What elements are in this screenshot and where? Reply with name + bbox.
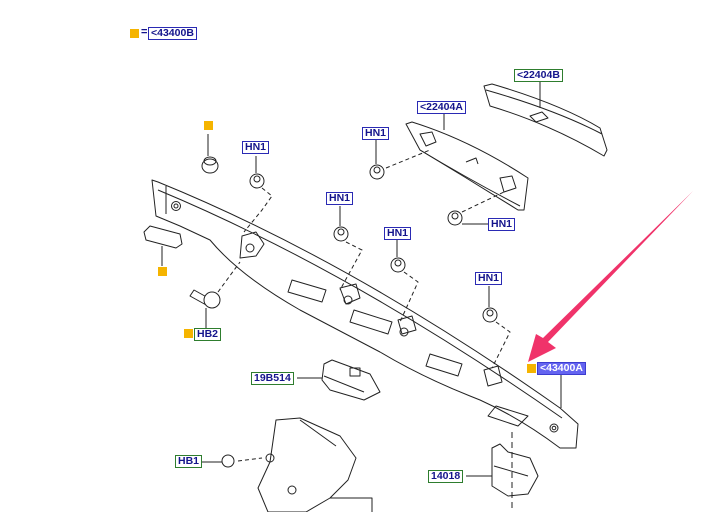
inner-trim-panel [405,121,529,211]
tailgate-handle-bar [151,179,579,449]
upper-trim-strip [483,83,608,157]
end-cap [143,225,183,266]
callout-19B514[interactable]: 19B514 [251,372,294,385]
callout-hn1[interactable]: HN1 [326,192,354,205]
callout-43400A[interactable]: <43400A [537,362,586,375]
flange-nut [333,206,363,291]
flange-nut-group [243,140,511,369]
callout-22404A[interactable]: <22404A [417,101,466,114]
flange-nut [482,286,511,369]
marker-square [130,29,139,38]
licence-lamp [297,359,381,401]
callout-hb1[interactable]: HB1 [175,455,203,468]
bolt [202,454,263,468]
marker-equals: = [141,26,148,38]
callout-hn1[interactable]: HN1 [475,272,503,285]
marker-square [184,329,193,338]
tailgate-latch [257,417,373,513]
flange-nut [390,240,419,323]
callout-hb2[interactable]: HB2 [194,328,222,341]
callout-hn1[interactable]: HN1 [384,227,412,240]
flange-nut [447,191,505,226]
callout-22404B[interactable]: <22404B [514,69,563,82]
marker-square [158,267,167,276]
flange-nut [369,140,431,180]
grommet [201,134,219,174]
callout-14018[interactable]: 14018 [428,470,464,483]
callout-hn1[interactable]: HN1 [242,141,270,154]
stud-bolt [189,261,241,330]
callout-43400B[interactable]: <43400B [148,27,197,40]
callout-hn1[interactable]: HN1 [362,127,390,140]
marker-square [527,364,536,373]
marker-square [204,121,213,130]
annotation-arrow [528,191,693,362]
latch-actuator [466,432,539,512]
flange-nut [243,156,273,233]
callout-hn1[interactable]: HN1 [488,218,516,231]
